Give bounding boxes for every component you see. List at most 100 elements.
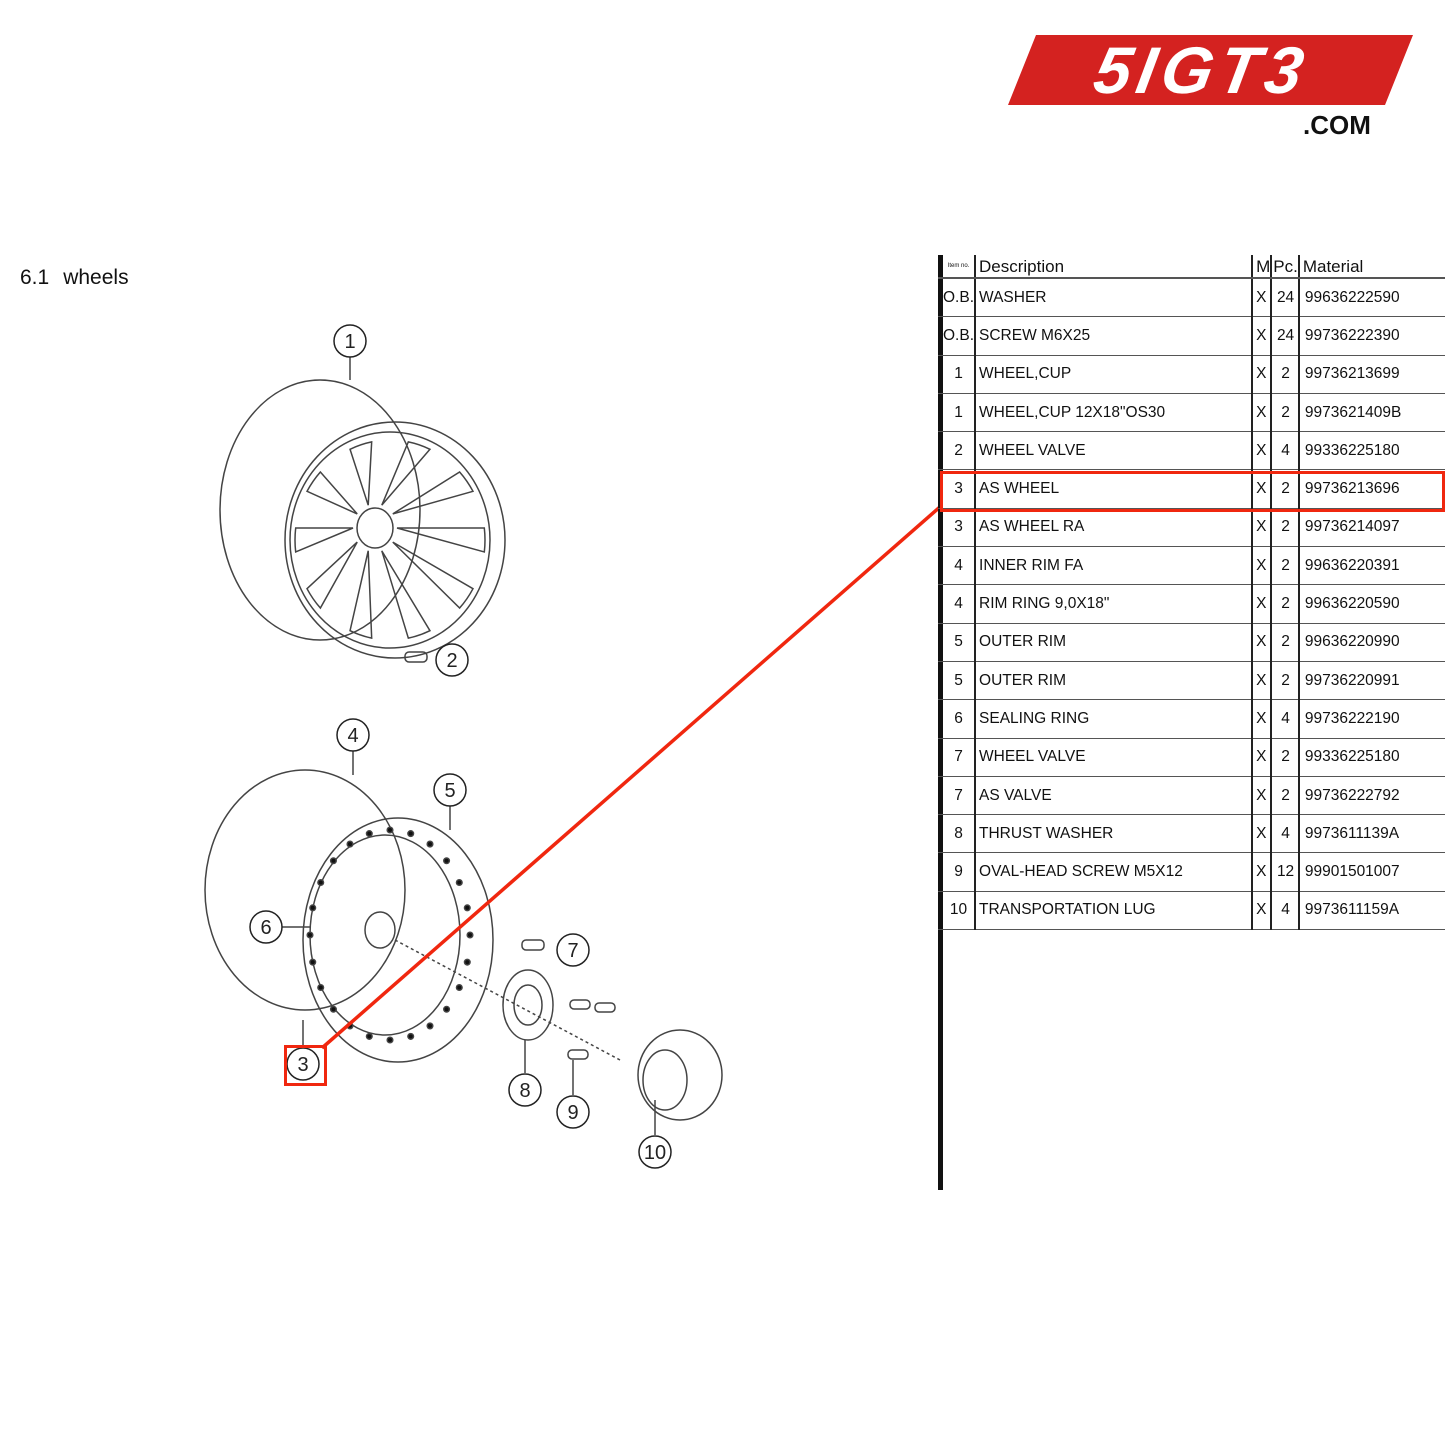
callout-8[interactable]: 8 [508, 1073, 542, 1107]
callout-circle [249, 910, 283, 944]
cell-material: 99636220590 [1298, 584, 1445, 624]
cell-item-no: O.B. [938, 316, 977, 356]
callout-2[interactable]: 2 [435, 643, 469, 677]
cell-m: X [1252, 623, 1273, 662]
cell-material: 99636220990 [1298, 623, 1445, 662]
cell-material: 99336225180 [1298, 738, 1445, 777]
cell-material: 99736220991 [1298, 661, 1445, 701]
cell-material: 99636222590 [1298, 278, 1445, 318]
cell-description: OUTER RIM [975, 661, 1254, 701]
callout-3[interactable]: 3 [286, 1047, 320, 1081]
cell-item-no: 1 [938, 355, 977, 394]
rim-bolt [329, 1005, 337, 1013]
section-number: 6.1 [20, 266, 50, 289]
cell-item-no: 1 [938, 393, 977, 433]
callout-6[interactable]: 6 [249, 910, 283, 944]
exploded-wheel-diagram: 1 2 3 4 5 6 7 8 9 10 [204, 324, 940, 1169]
cell-pc: 24 [1271, 278, 1300, 318]
cell-description: AS WHEEL RA [975, 508, 1254, 548]
callout-7[interactable]: 7 [556, 933, 590, 967]
rim-bolt [426, 840, 434, 848]
rim-bolt [309, 904, 317, 912]
cell-pc: 4 [1271, 891, 1300, 931]
cell-m: X [1252, 738, 1273, 777]
cell-pc: 2 [1271, 661, 1300, 701]
spoke [392, 541, 474, 610]
cell-item-no: O.B. [938, 278, 977, 318]
cell-material: 99736222792 [1298, 776, 1445, 816]
cell-item-no: 5 [938, 623, 977, 662]
rim-bolt [407, 1032, 415, 1040]
header-material: Material [1298, 255, 1445, 279]
callout-circle [508, 1073, 542, 1107]
callout-4[interactable]: 4 [336, 718, 370, 752]
rim-bolt [463, 904, 471, 912]
cell-pc: 2 [1271, 469, 1300, 509]
callout-circle [333, 324, 367, 358]
cell-material: 99736213699 [1298, 355, 1445, 394]
rim-bolt [386, 826, 394, 834]
cell-material: 9973611139A [1298, 814, 1445, 854]
cell-material: 99736222190 [1298, 699, 1445, 739]
cell-pc: 2 [1271, 508, 1300, 548]
rim-bolt [346, 840, 354, 848]
cell-m: X [1252, 508, 1273, 548]
header-m: M [1252, 255, 1273, 279]
cell-pc: 4 [1271, 699, 1300, 739]
cell-m: X [1252, 661, 1273, 701]
rim-bolt [365, 830, 373, 838]
cell-item-no: 4 [938, 546, 977, 586]
callout-5[interactable]: 5 [433, 773, 467, 807]
spoke [396, 527, 486, 553]
cell-description: INNER RIM FA [975, 546, 1254, 586]
cell-pc: 2 [1271, 355, 1300, 394]
rim-bolt [365, 1032, 373, 1040]
cell-pc: 2 [1271, 546, 1300, 586]
rim-bolt [317, 878, 325, 887]
callout-label: 10 [644, 1142, 666, 1164]
callout-1[interactable]: 1 [333, 324, 367, 358]
callout-10[interactable]: 10 [638, 1135, 672, 1169]
cell-description: SEALING RING [975, 699, 1254, 739]
cell-m: X [1252, 584, 1273, 624]
callout-label: 4 [347, 725, 358, 747]
parts-table: Item no. Description M Pc. Material O.B.… [938, 255, 1445, 931]
cell-m: X [1252, 393, 1273, 433]
callout-circle [556, 933, 590, 967]
section-title: wheels [63, 266, 129, 289]
cell-pc: 2 [1271, 738, 1300, 777]
cell-description: WHEEL,CUP [975, 355, 1254, 394]
cell-m: X [1252, 776, 1273, 816]
callout-label: 9 [567, 1102, 578, 1124]
callout-9[interactable]: 9 [556, 1095, 590, 1129]
spoke [381, 441, 432, 506]
rim-bolt [455, 983, 463, 992]
cell-item-no: 7 [938, 776, 977, 816]
cell-pc: 24 [1271, 316, 1300, 356]
cell-description: WHEEL VALVE [975, 431, 1254, 471]
spoke [305, 470, 358, 515]
cell-description: AS WHEEL [975, 469, 1254, 509]
spoke [306, 541, 358, 610]
wheel-assembly-bottom [204, 750, 723, 1135]
cell-description: OUTER RIM [975, 623, 1254, 662]
cell-m: X [1252, 431, 1273, 471]
sigt3-logo[interactable]: 5IGT3 [1008, 35, 1413, 105]
